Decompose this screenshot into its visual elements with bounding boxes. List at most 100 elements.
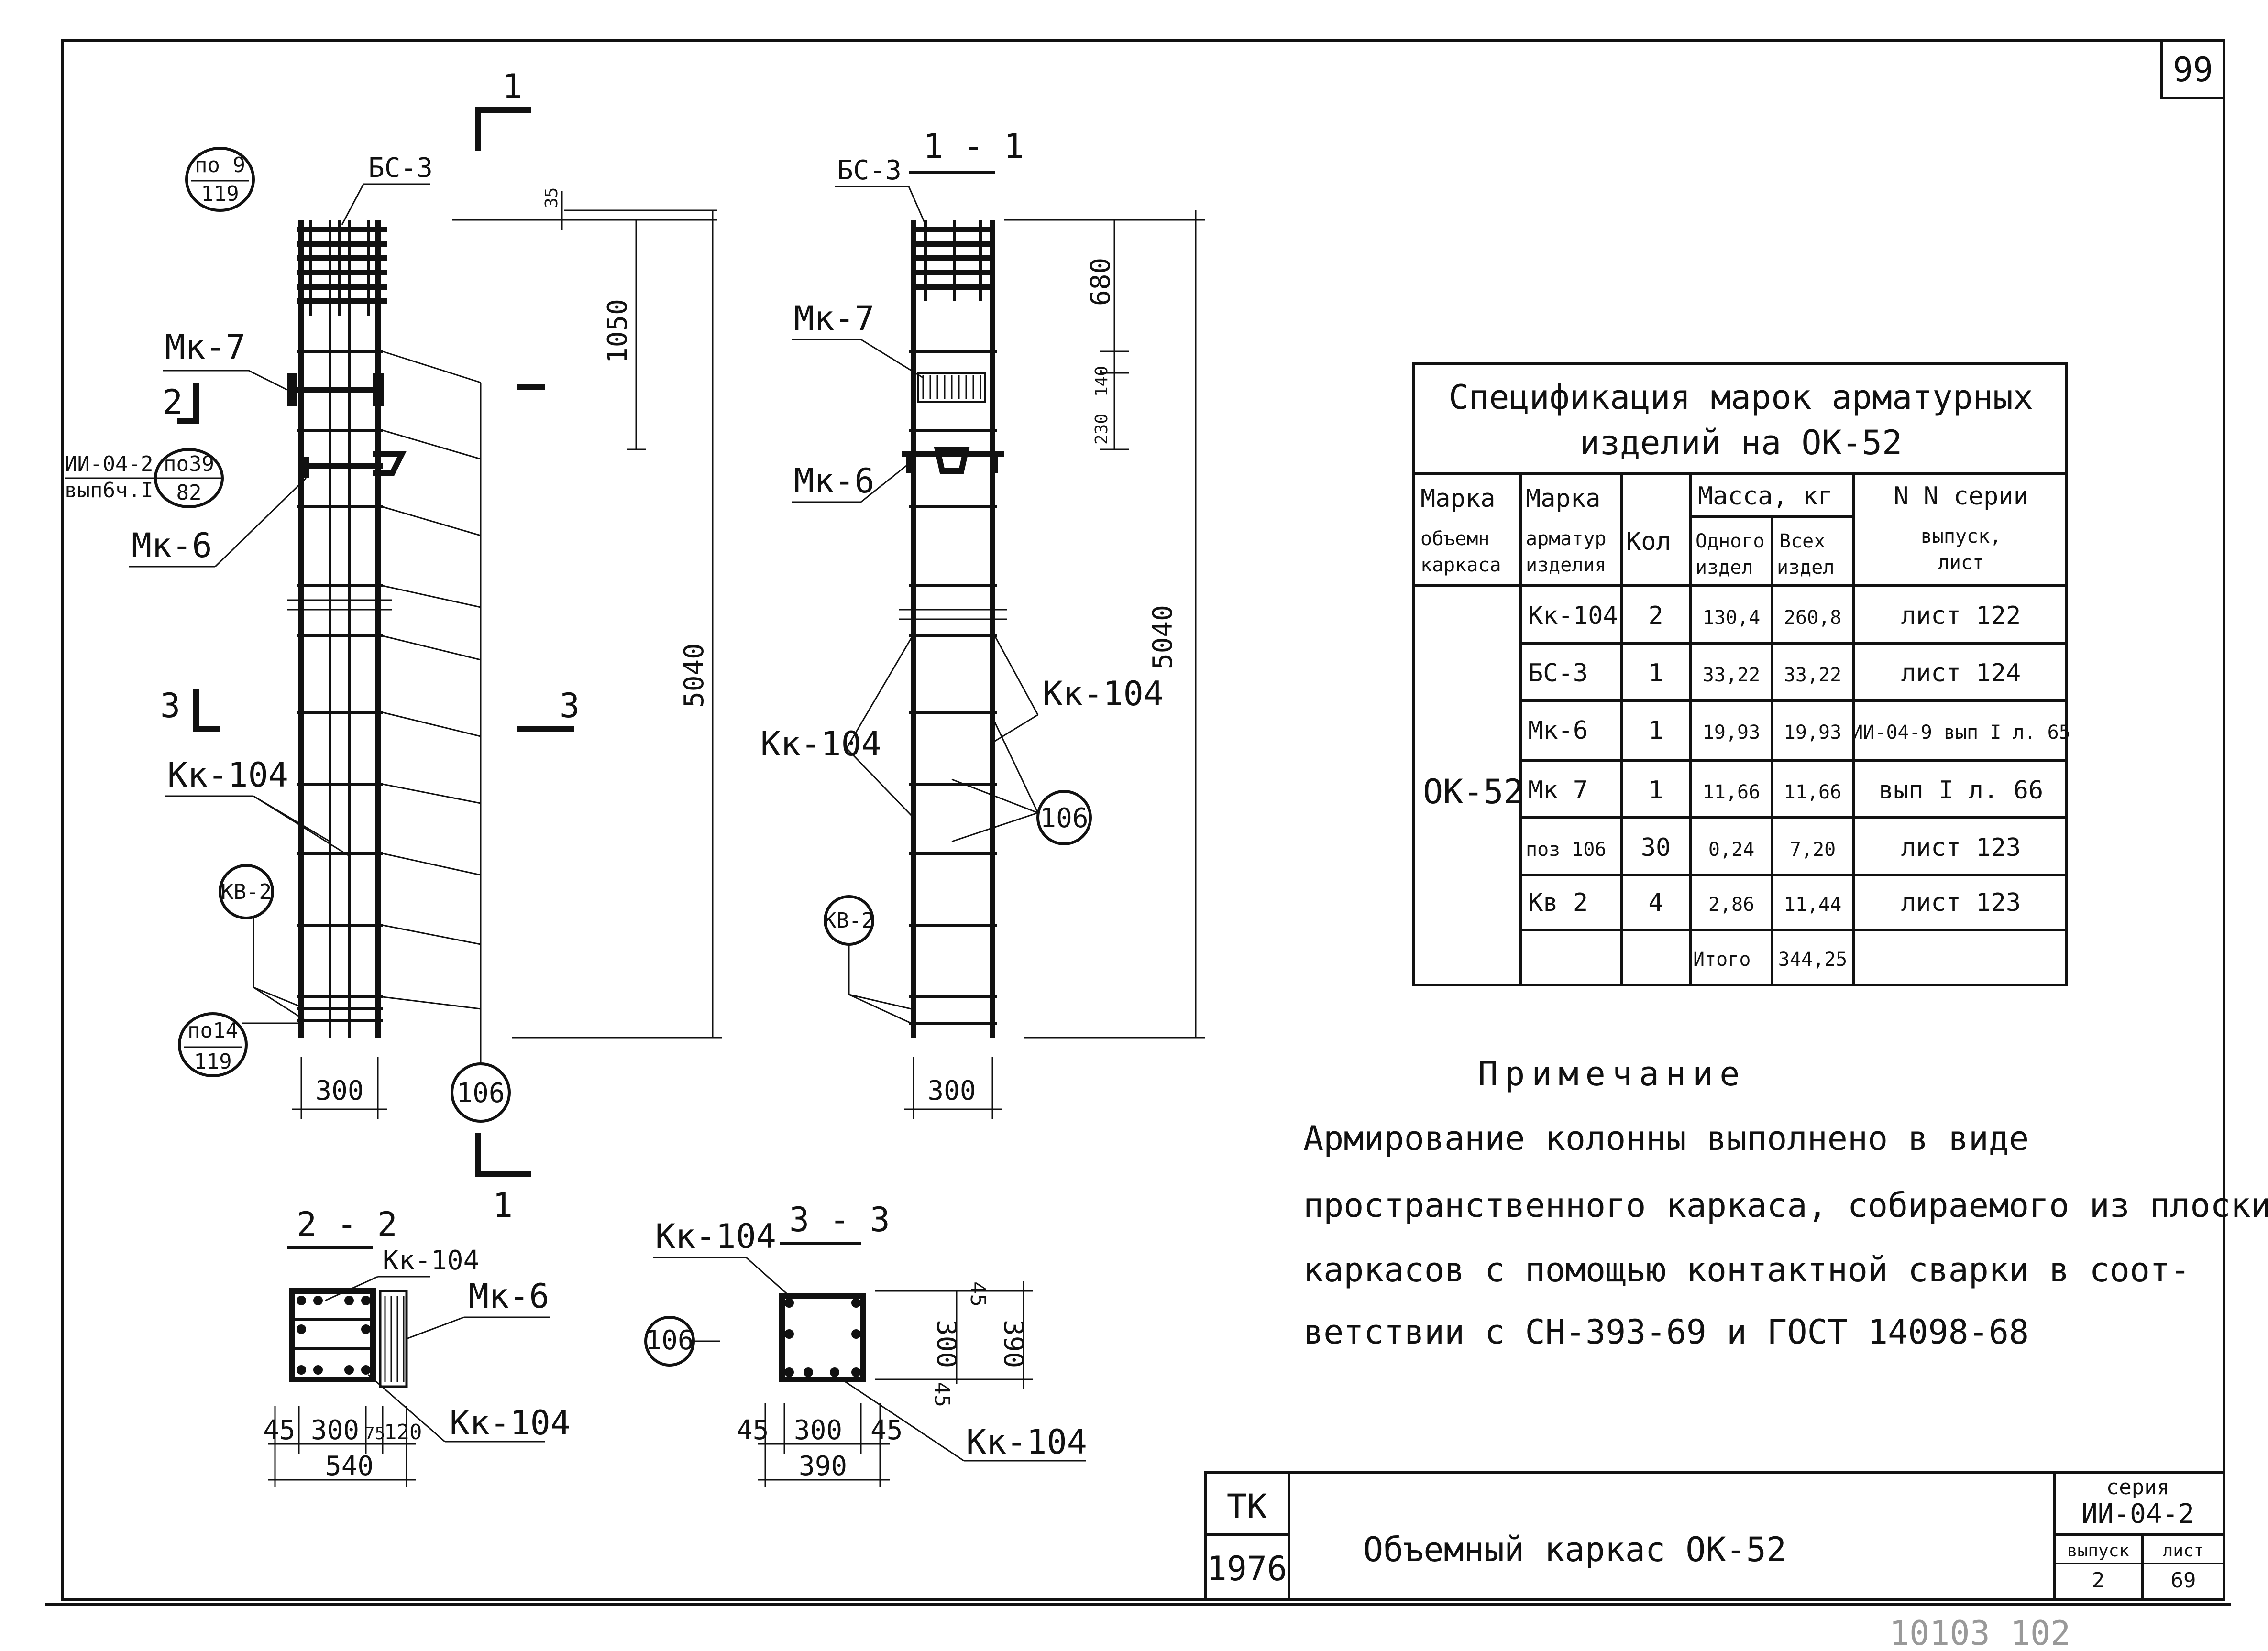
hdr-series-1: N N серии xyxy=(1894,482,2028,511)
total-value: 344,25 xyxy=(1778,949,1848,971)
row-6-mark: Кв 2 xyxy=(1528,888,1588,917)
dim-5040-elev: 5040 xyxy=(679,643,710,708)
tb-sheet-label: лист xyxy=(2163,1541,2204,1561)
sheet-number-box: 99 xyxy=(2160,39,2225,99)
row-4-one: 11,66 xyxy=(1703,781,1760,803)
row-5-all: 7,20 xyxy=(1790,839,1836,861)
section-3-3-title: 3 - 3 xyxy=(789,1200,890,1239)
ref-bot-bubble xyxy=(178,1012,248,1077)
note-line-1: Армирование колонны выполнено в виде xyxy=(1303,1119,2029,1158)
hdr-armat-1: Марка xyxy=(1526,484,1601,513)
section-1-1: 1 - 1 БС-3 xyxy=(760,127,1205,1119)
section-1-1-title: 1 - 1 xyxy=(923,127,1024,166)
section-3-3-outline xyxy=(779,1293,866,1382)
hdr-vseh-1: Всех xyxy=(1779,530,1825,552)
pos106-label-elev: 106 xyxy=(456,1078,505,1109)
dim-300-3-3: 300 xyxy=(794,1415,842,1446)
dim-140-1-1: 140 xyxy=(1092,366,1112,397)
dim-45-2-2: 45 xyxy=(263,1415,295,1446)
row-4-all: 11,66 xyxy=(1784,781,1841,803)
pos106-bubble-elev xyxy=(451,1062,511,1123)
row-1-all: 260,8 xyxy=(1784,607,1841,629)
mk6-label-1-1: Мк-6 xyxy=(794,461,875,501)
kk104-left-label-1-1: Кк-104 xyxy=(760,724,881,764)
row-3-all: 19,93 xyxy=(1784,722,1841,743)
dim-230-1-1: 230 xyxy=(1092,414,1112,445)
col11-bs3-mesh xyxy=(911,220,995,301)
row-2-all: 33,22 xyxy=(1784,664,1841,686)
dim-390-3-3: 390 xyxy=(799,1451,847,1482)
hdr-series-3: лист xyxy=(1938,552,1984,574)
ref-mid-den: 82 xyxy=(176,481,202,505)
kk104-right-label-1-1: Кк-104 xyxy=(1043,674,1164,713)
spec-title-2: изделий на ОК-52 xyxy=(1580,423,1902,462)
kv2-label-elev: КВ-2 xyxy=(221,880,272,904)
bs3-label-elev: БС-3 xyxy=(368,153,433,184)
dim-390-v-3-3: 390 xyxy=(998,1320,1029,1368)
hdr-marka-1: Марка xyxy=(1420,484,1496,513)
dim-300-elev: 300 xyxy=(315,1075,363,1106)
section-3-3: 3 - 3 Кк-104 106 Кк-104 45 300 390 45 45 xyxy=(644,1200,1087,1487)
hdr-kol: Кол xyxy=(1626,527,1671,556)
note-block: Примечание Армирование колонны выполнено… xyxy=(1303,1054,2268,1352)
kk104-bot-label-2-2: Кк-104 xyxy=(450,1403,571,1443)
ref-mid-left-1: ИИ-04-2 xyxy=(65,452,153,476)
hdr-odnogo-2: издел xyxy=(1695,557,1753,579)
hdr-marka-3: каркаса xyxy=(1420,554,1501,576)
elevation-break-line xyxy=(287,599,392,611)
row-2-ref: лист 124 xyxy=(1901,659,2021,688)
dim-680-1-1: 680 xyxy=(1085,258,1116,306)
elevation-stirrups xyxy=(297,350,383,1022)
row-4-qty: 1 xyxy=(1648,776,1663,805)
row-5-ref: лист 123 xyxy=(1901,833,2021,862)
mk6-label-2-2: Мк-6 xyxy=(469,1277,550,1316)
hdr-armat-2: арматур xyxy=(1526,528,1607,550)
kk104-top-label-3-3: Кк-104 xyxy=(655,1217,776,1256)
kv2-label-1-1: КВ-2 xyxy=(824,908,874,933)
mk7-plate-left xyxy=(287,373,297,406)
tb-sheet-value: 69 xyxy=(2171,1568,2196,1593)
section-2-2-title: 2 - 2 xyxy=(297,1205,397,1244)
row-3-mark: Мк-6 xyxy=(1528,716,1588,745)
row-3-qty: 1 xyxy=(1648,716,1663,745)
row-3-one: 19,93 xyxy=(1703,722,1760,743)
bars-3-3 xyxy=(784,1298,861,1377)
hdr-vseh-2: издел xyxy=(1777,557,1834,579)
title-block: ТК 1976 Объемный каркас ОК-52 серия ИИ-0… xyxy=(1204,1471,2225,1601)
dim-45-top-3-3: 45 xyxy=(966,1281,990,1307)
cut-3-label-right: 3 xyxy=(560,686,580,725)
kk104-top-label-2-2: Кк-104 xyxy=(383,1245,479,1276)
ref-top-den: 119 xyxy=(201,182,239,206)
row-5-mark: поз 106 xyxy=(1526,839,1607,861)
ref-top-bubble xyxy=(185,147,255,212)
mk6-label-elev: Мк-6 xyxy=(132,526,212,565)
row-6-qty: 4 xyxy=(1648,888,1663,917)
row-1-ref: лист 122 xyxy=(1901,601,2021,630)
hdr-odnogo-1: Одного xyxy=(1695,530,1765,552)
mk7-label-1-1: Мк-7 xyxy=(794,299,875,338)
dim-300-2-2: 300 xyxy=(311,1415,359,1446)
pos106-label-3-3: 106 xyxy=(645,1325,694,1356)
ref-bot-num: по14 xyxy=(187,1018,238,1043)
row-2-mark: БС-3 xyxy=(1528,659,1588,688)
total-label: Итого xyxy=(1693,949,1751,971)
tb-title: Объемный каркас ОК-52 xyxy=(1363,1530,1786,1569)
row-1-mark: Кк-104 xyxy=(1528,601,1618,630)
bs3-label-1-1: БС-3 xyxy=(837,155,902,186)
dim-5040-1-1: 5040 xyxy=(1147,605,1178,669)
row-5-one: 0,24 xyxy=(1708,839,1754,861)
kk104-label-elev: Кк-104 xyxy=(167,755,288,795)
ref-top-num: по 9 xyxy=(195,153,245,177)
tb-series-label: серия xyxy=(2106,1475,2169,1499)
ref-mid-num: по39 xyxy=(164,452,214,476)
dim-120-2-2: 120 xyxy=(384,1420,422,1444)
dim-1050-elev: 1050 xyxy=(602,299,633,363)
drawing-frame xyxy=(61,39,2225,1601)
kk104-bot-label-3-3: Кк-104 xyxy=(966,1422,1087,1462)
row-5-qty: 30 xyxy=(1641,833,1671,862)
spec-title-1: Спецификация марок арматурных xyxy=(1449,378,2033,417)
row-1-one: 130,4 xyxy=(1703,607,1760,629)
cut-2-label-left: 2 xyxy=(163,383,183,422)
dim-35-elev: 35 xyxy=(542,187,561,208)
